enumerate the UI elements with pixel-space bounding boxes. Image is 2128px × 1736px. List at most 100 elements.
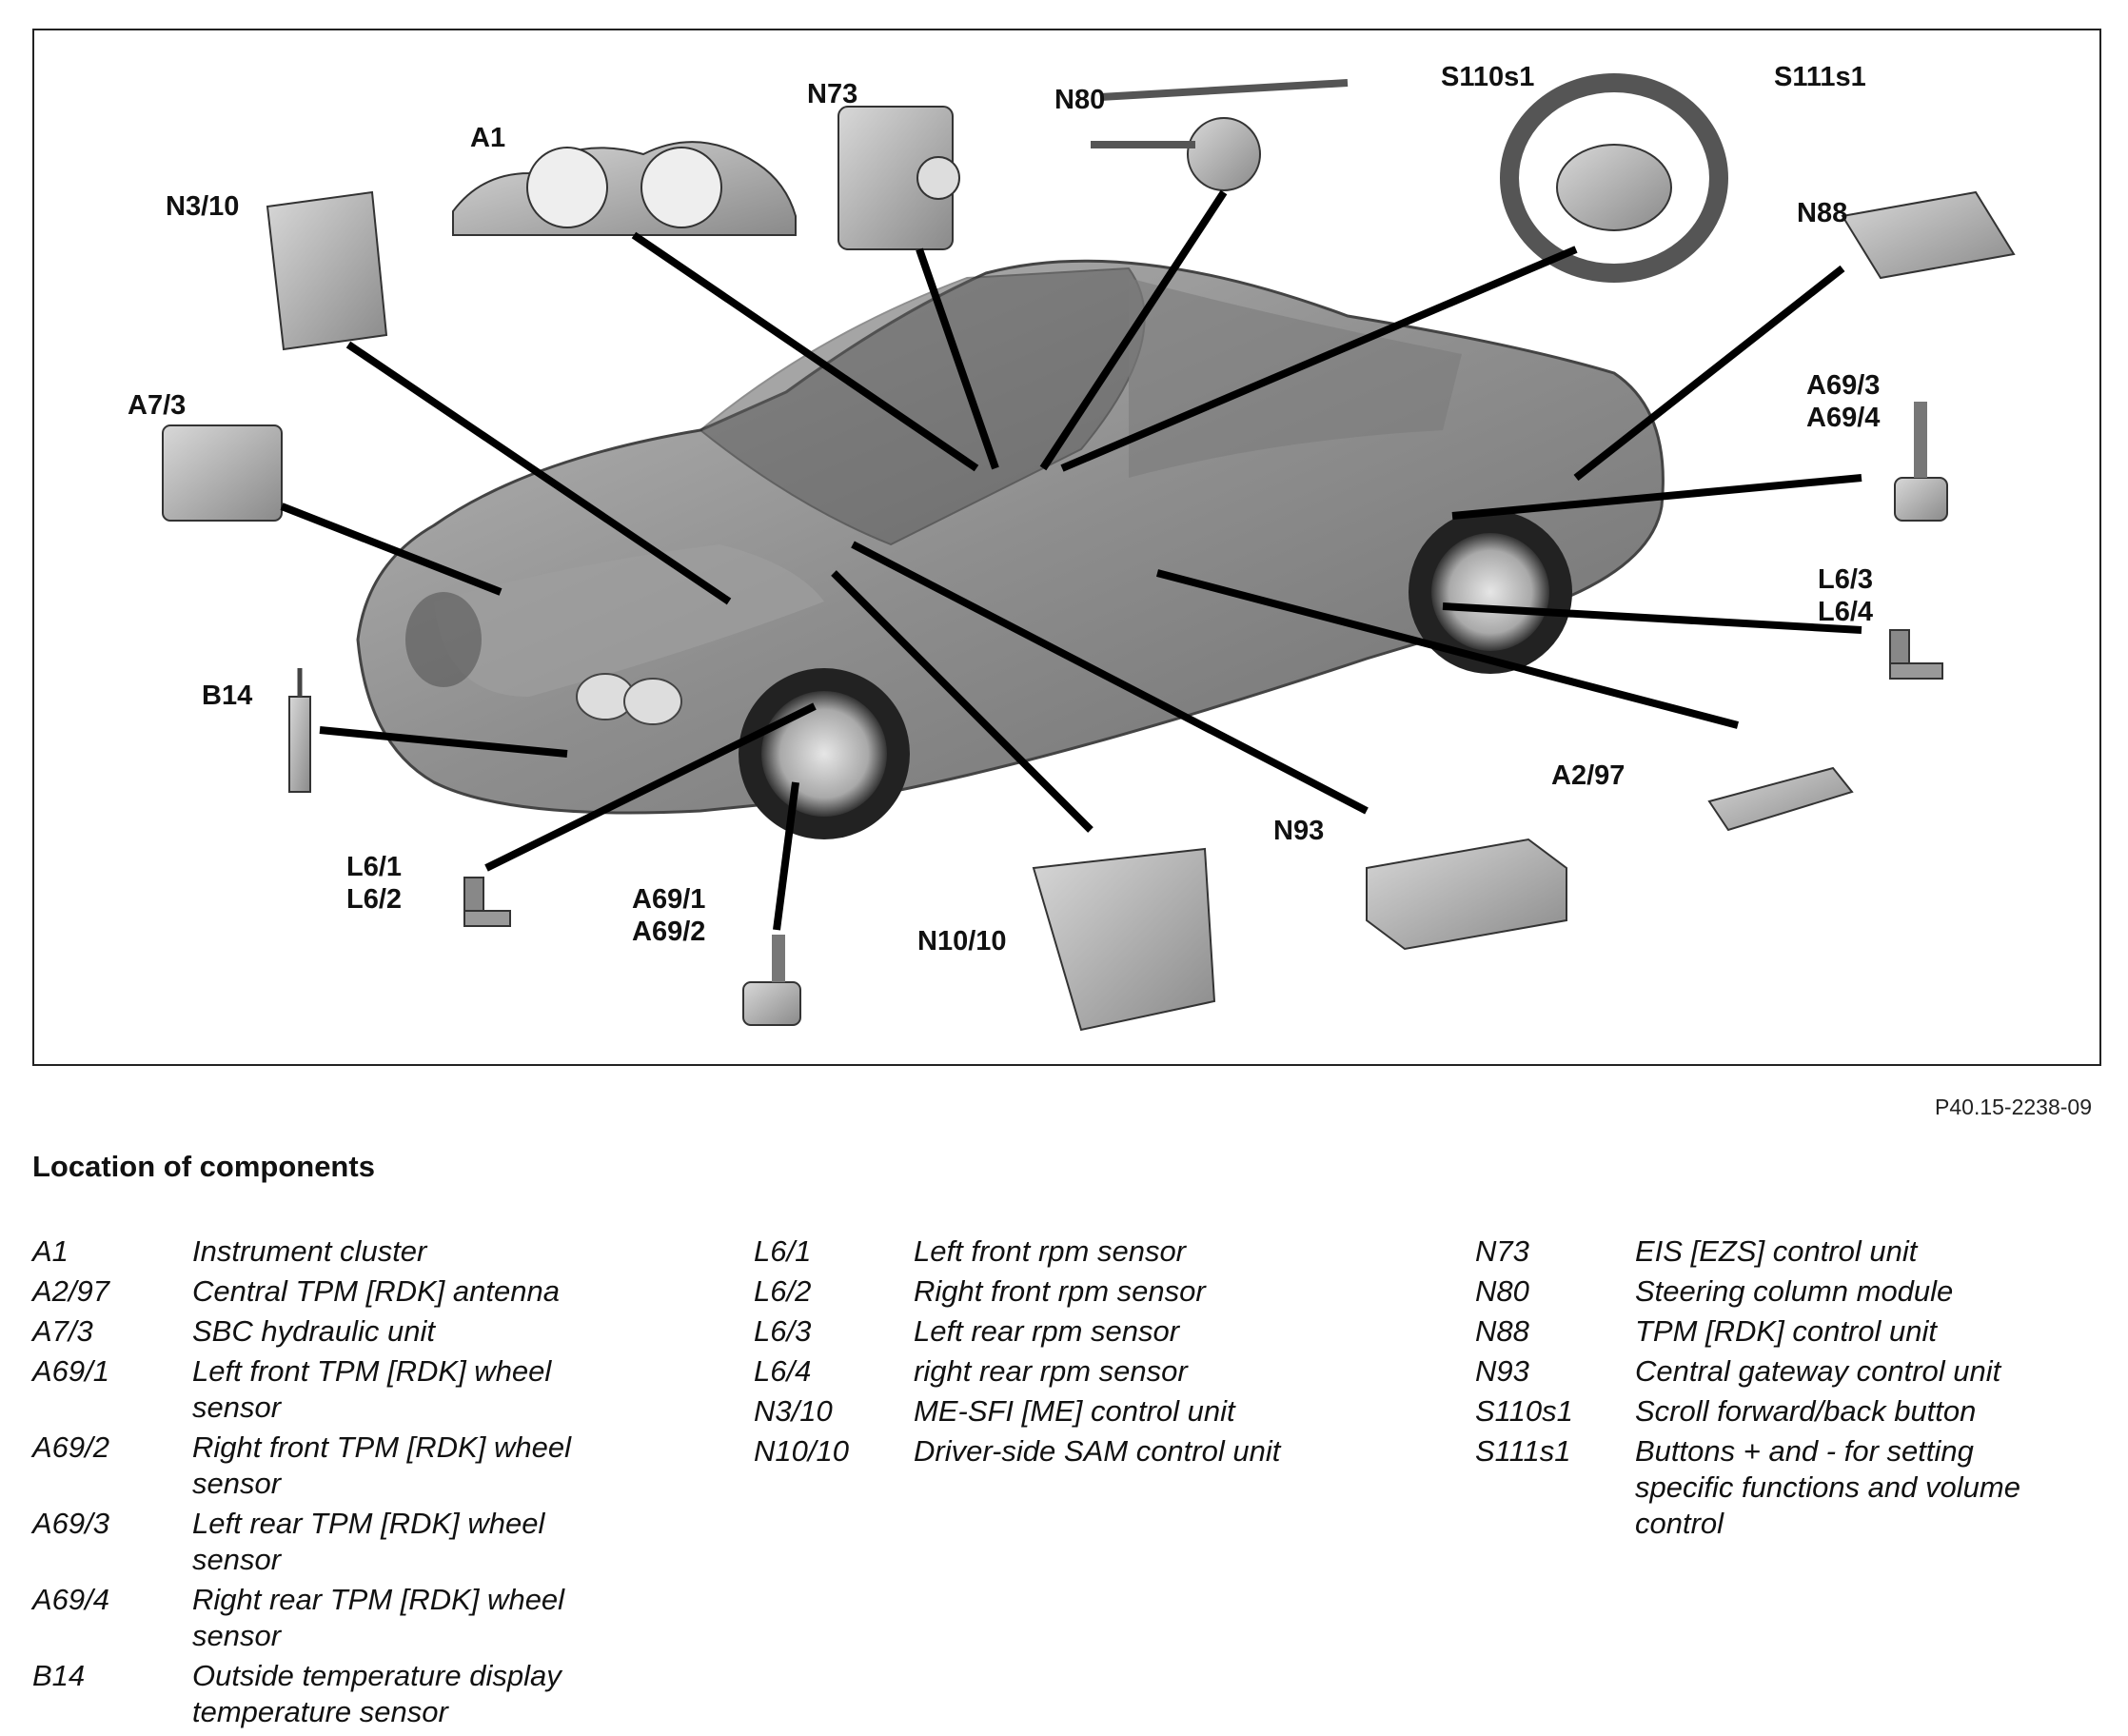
legend-item: L6/3 Left rear rpm sensor <box>754 1313 1332 1350</box>
rear-wheel <box>1409 510 1572 674</box>
tpm-control-unit-icon <box>1841 190 2016 280</box>
callout-l6-1-2: L6/1 L6/2 <box>346 852 403 915</box>
rear-wheel-sensor-icon <box>1894 402 1948 522</box>
legend-description: Central TPM [RDK] antenna <box>192 1274 560 1308</box>
steering-column-switch-icon <box>1091 79 1349 191</box>
legend-code: A69/4 <box>32 1583 110 1616</box>
gateway-control-unit-icon <box>1366 838 1567 951</box>
legend-item: N10/10 Driver-side SAM control unit <box>754 1433 1332 1470</box>
instrument-cluster-icon <box>452 141 797 236</box>
callout-s111s1: S111s1 <box>1774 62 1866 92</box>
legend-description: right rear rpm sensor <box>914 1354 1188 1388</box>
legend-item: A1 Instrument cluster <box>32 1233 611 1270</box>
legend-description: Left front TPM [RDK] wheel sensor <box>192 1354 552 1424</box>
legend-code: L6/3 <box>754 1314 812 1348</box>
legend-code: L6/4 <box>754 1354 812 1388</box>
callout-l6-3-4: L6/3 L6/4 <box>1818 564 1874 627</box>
sam-control-unit-icon <box>1032 847 1216 1032</box>
legend-description: Instrument cluster <box>192 1234 427 1268</box>
legend-description: Driver-side SAM control unit <box>914 1434 1281 1468</box>
front-rpm-sensor-icon <box>463 877 511 927</box>
legend-code: A69/1 <box>32 1354 110 1388</box>
callout-b14: B14 <box>202 681 253 711</box>
legend-item: A69/2 Right front TPM [RDK] wheel sensor <box>32 1430 611 1502</box>
callout-n10-10: N10/10 <box>917 926 1007 957</box>
callout-n88: N88 <box>1797 198 1848 228</box>
legend-item: S110s1 Scroll forward/back button <box>1475 1393 2054 1430</box>
legend-item: A69/1 Left front TPM [RDK] wheel sensor <box>32 1353 611 1426</box>
callout-a69-1-2: A69/1 A69/2 <box>632 884 706 947</box>
legend-code: N10/10 <box>754 1434 849 1468</box>
legend-description: Right front rpm sensor <box>914 1274 1206 1308</box>
legend-item: A7/3 SBC hydraulic unit <box>32 1313 611 1350</box>
callout-n80: N80 <box>1054 85 1106 115</box>
callout-s110s1: S110s1 <box>1441 62 1535 92</box>
front-wheel-sensor-icon <box>742 935 801 1026</box>
temperature-sensor-icon <box>288 668 311 793</box>
legend-description: Left rear TPM [RDK] wheel sensor <box>192 1507 545 1576</box>
callout-n3-10: N3/10 <box>166 191 240 222</box>
front-wheel <box>739 668 910 839</box>
legend-description: Steering column module <box>1635 1274 1954 1308</box>
legend-item: N3/10 ME-SFI [ME] control unit <box>754 1393 1332 1430</box>
car-diagram-drawing <box>162 73 2016 1032</box>
legend-code: A7/3 <box>32 1314 93 1348</box>
ecu-module-icon <box>266 190 388 351</box>
legend-item: L6/1 Left front rpm sensor <box>754 1233 1332 1270</box>
legend-item: N80 Steering column module <box>1475 1273 2054 1310</box>
legend-code: N88 <box>1475 1314 1529 1348</box>
rear-rpm-sensor-icon <box>1889 629 1943 680</box>
legend-code: L6/1 <box>754 1234 812 1268</box>
legend-description: EIS [EZS] control unit <box>1635 1234 1918 1268</box>
legend-description: SBC hydraulic unit <box>192 1314 436 1348</box>
legend-code: N93 <box>1475 1354 1529 1388</box>
legend-item: S111s1 Buttons + and - for setting specif… <box>1475 1433 2054 1542</box>
callout-a1: A1 <box>470 123 506 153</box>
component-location-figure: A1 N73 N80 S110s1 S111s1 N3/10 N88 A7/3 … <box>32 29 2101 1066</box>
legend-item: L6/4 right rear rpm sensor <box>754 1353 1332 1390</box>
legend-description: ME-SFI [ME] control unit <box>914 1394 1235 1428</box>
legend-description: Left front rpm sensor <box>914 1234 1187 1268</box>
legend-description: Central gateway control unit <box>1635 1354 2001 1388</box>
callout-n73: N73 <box>807 79 858 109</box>
legend-description: Right front TPM [RDK] wheel sensor <box>192 1430 571 1500</box>
leader-lines <box>280 189 1862 931</box>
legend-code: N3/10 <box>754 1394 833 1428</box>
legend-code: A69/3 <box>32 1507 110 1540</box>
tpm-antenna-icon <box>1707 766 1854 832</box>
legend-code: S110s1 <box>1475 1394 1573 1428</box>
callout-a2-97: A2/97 <box>1551 760 1626 791</box>
legend-code: A1 <box>32 1234 69 1268</box>
steering-wheel-icon <box>1500 73 1728 283</box>
figure-reference-id: P40.15-2238-09 <box>1935 1095 2092 1119</box>
legend-description: Scroll forward/back button <box>1635 1394 1977 1428</box>
legend-item: A2/97 Central TPM [RDK] antenna <box>32 1273 611 1310</box>
legend-item: L6/2 Right front rpm sensor <box>754 1273 1332 1310</box>
callout-a7-3: A7/3 <box>128 390 187 421</box>
legend-code: B14 <box>32 1659 86 1692</box>
legend-item: N93 Central gateway control unit <box>1475 1353 2054 1390</box>
legend-code: N80 <box>1475 1274 1529 1308</box>
legend-code: A69/2 <box>32 1430 110 1464</box>
callout-a69-3-4: A69/3 A69/4 <box>1806 370 1881 433</box>
legend-item: A69/4 Right rear TPM [RDK] wheel sensor <box>32 1582 611 1654</box>
legend-code: L6/2 <box>754 1274 812 1308</box>
sbc-hydraulic-unit-icon <box>162 424 283 522</box>
legend-code: A2/97 <box>32 1274 110 1308</box>
legend-description: Right rear TPM [RDK] wheel sensor <box>192 1583 565 1652</box>
car-body <box>356 259 1665 815</box>
callout-n93: N93 <box>1273 816 1325 846</box>
legend-description: TPM [RDK] control unit <box>1635 1314 1937 1348</box>
legend-description: Outside temperature display temperature … <box>192 1659 562 1728</box>
ignition-switch-icon <box>837 106 960 250</box>
legend-item: N88 TPM [RDK] control unit <box>1475 1313 2054 1350</box>
legend-code: S111s1 <box>1475 1434 1571 1468</box>
legend-code: N73 <box>1475 1234 1529 1268</box>
legend-item: A69/3 Left rear TPM [RDK] wheel sensor <box>32 1506 611 1578</box>
legend-description: Left rear rpm sensor <box>914 1314 1180 1348</box>
legend-description: Buttons + and - for setting specific fun… <box>1635 1434 2020 1540</box>
legend-title: Location of components <box>32 1150 375 1183</box>
